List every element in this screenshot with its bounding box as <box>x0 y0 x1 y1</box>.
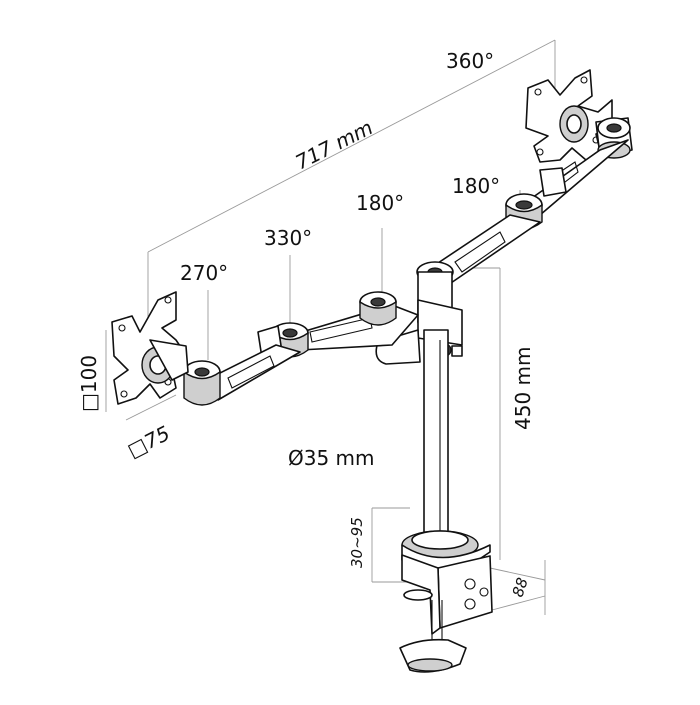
label-rotation-180-right: 180° <box>452 174 500 198</box>
left-arm-knuckle <box>183 360 221 406</box>
label-clamp-range: 30~95 <box>348 517 366 568</box>
label-vesa-75: □75 <box>123 421 173 463</box>
label-rotation-270: 270° <box>180 261 228 285</box>
label-overall-width: 717 mm <box>291 115 376 174</box>
left-vesa-plate <box>111 291 189 405</box>
label-rotation-330: 330° <box>264 226 312 250</box>
pole <box>423 329 449 541</box>
right-arm-outer-segment <box>511 139 629 216</box>
label-rotation-360: 360° <box>446 49 494 73</box>
dimension-lines <box>105 39 556 615</box>
left-arm-inner-segment <box>281 291 419 351</box>
label-pole-diameter: Ø35 mm <box>288 446 375 470</box>
label-clamp-depth: 88 <box>509 576 532 600</box>
label-rotation-180-center: 180° <box>356 191 404 215</box>
desk-clamp <box>399 530 493 673</box>
label-height-450: 450 mm <box>511 347 535 431</box>
right-vesa-plate <box>525 69 613 163</box>
label-vesa-100: □100 <box>77 355 101 412</box>
